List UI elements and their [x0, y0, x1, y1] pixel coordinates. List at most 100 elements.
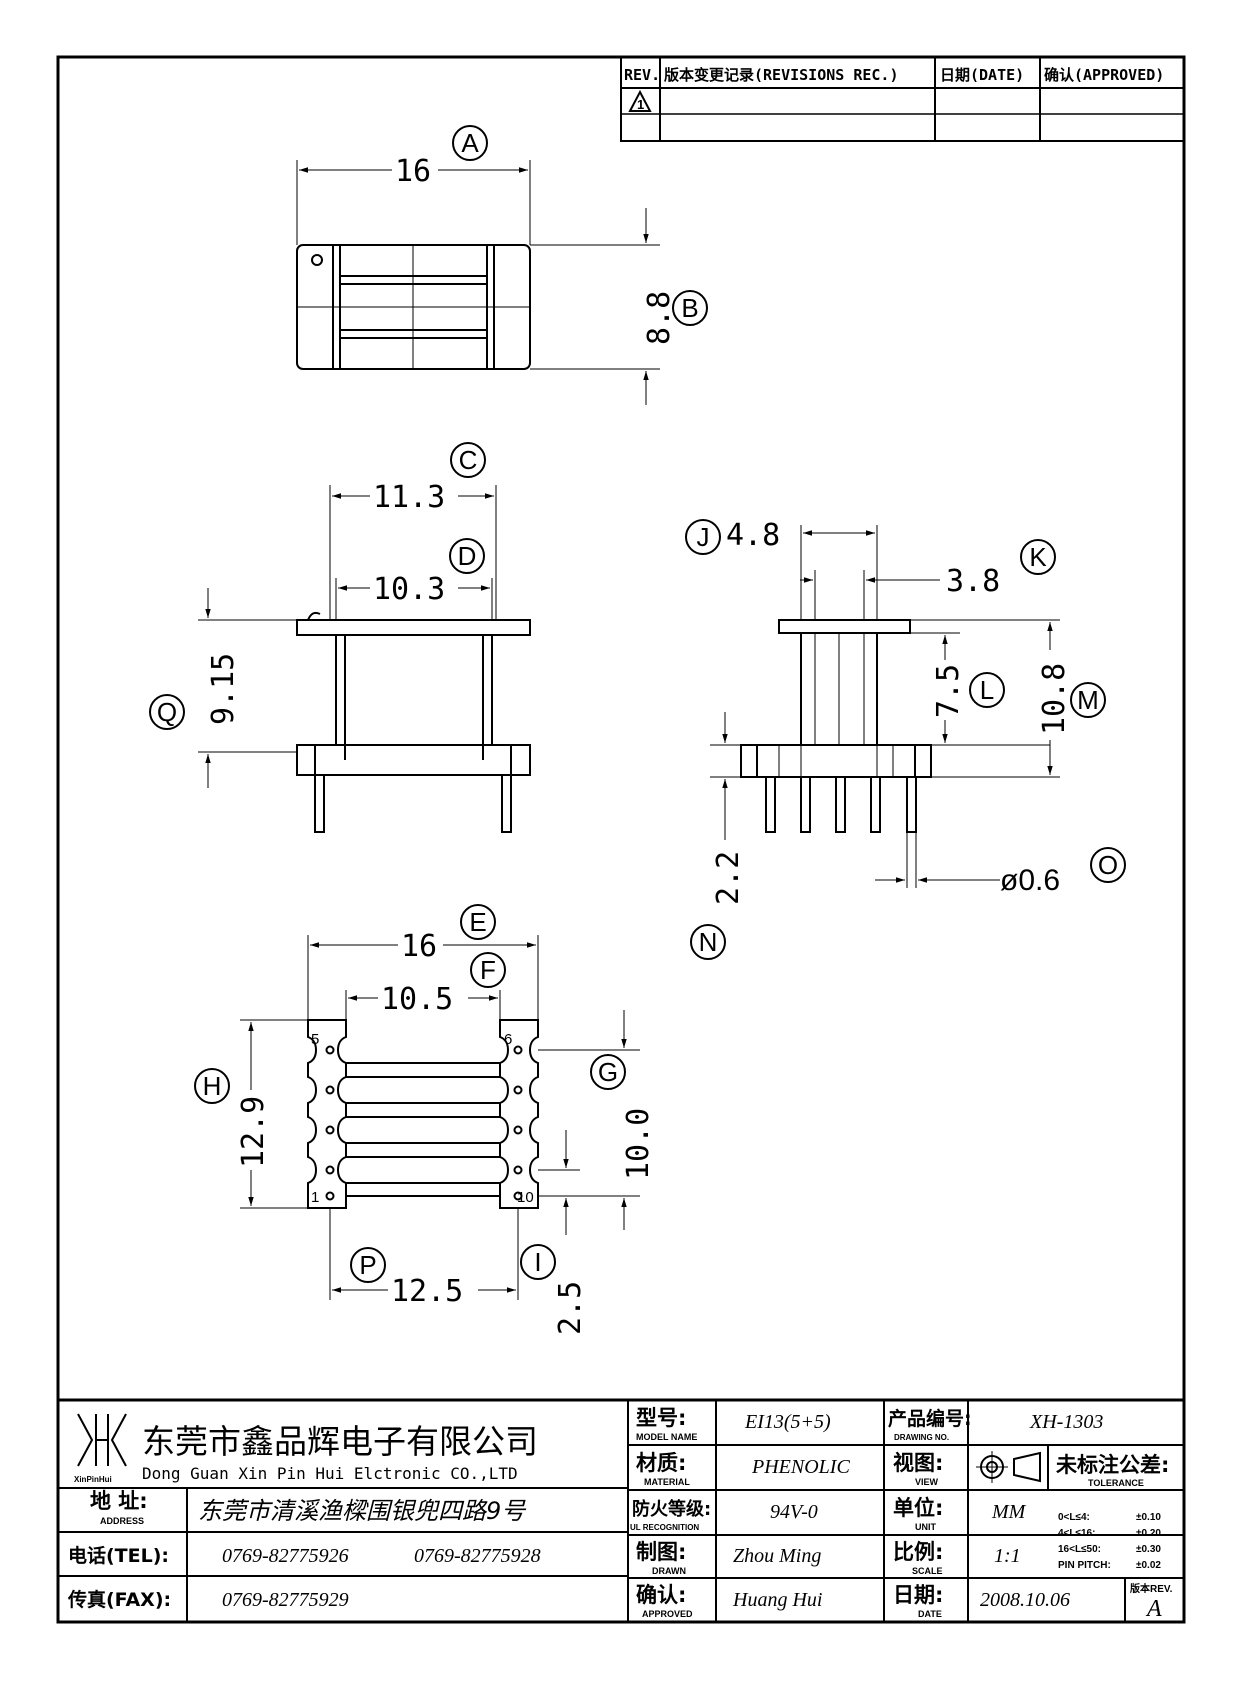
unit-value: MM	[991, 1501, 1027, 1523]
dim-G-value: 10.0	[621, 1108, 656, 1180]
company-name-cn: 东莞市鑫品辉电子有限公司	[142, 1422, 538, 1461]
tolerance-range: 4<L≤16:	[1058, 1528, 1095, 1539]
tolerance-table: 0<L≤4: ±0.10 4<L≤16: ±0.20 16<L≤50: ±0.3…	[1058, 1512, 1161, 1571]
callout-letter-e: E	[469, 907, 486, 937]
material-value: PHENOLIC	[751, 1456, 850, 1478]
dim-C-lines	[329, 485, 497, 620]
fire-rating-label-en: UL RECOGNITION	[630, 1523, 699, 1532]
callout-circle-m	[1070, 682, 1106, 718]
callout-circle-g	[590, 1054, 626, 1090]
tolerance-value: ±0.30	[1136, 1544, 1161, 1555]
dim-N-lines	[710, 712, 741, 840]
left-flange-outline	[307, 1019, 347, 1209]
tolerance-range: PIN PITCH:	[1058, 1560, 1111, 1571]
material-label: 材质:	[636, 1451, 686, 1475]
fax-value: 0769-82775929	[222, 1589, 349, 1611]
tel-value-1: 0769-82775926	[222, 1545, 349, 1567]
right-flange-outline	[499, 1019, 539, 1209]
callout-letter-g: G	[598, 1057, 618, 1087]
pin-6-label: 6	[504, 1031, 512, 1048]
approved-label-en: APPROVED	[642, 1609, 693, 1619]
version-value: A	[1145, 1596, 1162, 1622]
drawing-no-label: 产品编号:	[888, 1407, 972, 1430]
view-label: 视图:	[893, 1451, 943, 1475]
callout-circle-d	[449, 538, 485, 574]
bottom-view	[307, 1019, 539, 1209]
drawn-label: 制图:	[636, 1540, 686, 1564]
approved-label: 确认:	[636, 1583, 686, 1607]
callout-letter-m: M	[1077, 685, 1099, 715]
callout-letter-h: H	[203, 1071, 222, 1101]
tolerance-range: 0<L≤4:	[1058, 1512, 1090, 1523]
date-value: 2008.10.06	[980, 1589, 1070, 1611]
dim-E-value: 16	[401, 929, 437, 964]
address-value: 东莞市清溪渔樑围银兜四路9号	[198, 1497, 527, 1525]
drawing-no-label-en: DRAWING NO.	[894, 1433, 949, 1442]
date-label: 日期:	[893, 1583, 943, 1607]
dim-O-lines	[875, 832, 1000, 888]
pin-10-label: 10	[517, 1189, 534, 1206]
drawn-label-en: DRAWN	[652, 1566, 686, 1576]
dim-F-lines	[345, 990, 501, 1020]
dim-Q-value: 9.15	[206, 653, 241, 725]
front-view	[296, 611, 531, 833]
dim-H-lines	[240, 1019, 308, 1209]
dim-H-value: 12.9	[236, 1096, 271, 1168]
model-value: EI13(5+5)	[744, 1411, 831, 1433]
revision-approved-header: 确认(APPROVED)	[1044, 66, 1164, 84]
dim-O-value: ø0.6	[1000, 864, 1060, 897]
tolerance-label-en: TOLERANCE	[1088, 1478, 1144, 1488]
pin-1-label: 1	[311, 1189, 319, 1206]
callout-letter-c: C	[459, 445, 478, 475]
drawing-no-value: XH-1303	[1029, 1411, 1103, 1433]
revision-mark: 1	[637, 97, 644, 112]
projection-symbol-icon	[976, 1451, 1041, 1483]
pin-5-label: 5	[311, 1031, 319, 1048]
callout-circle-j	[685, 519, 721, 555]
dim-P-value: 12.5	[391, 1274, 463, 1309]
callout-letter-f: F	[480, 955, 496, 985]
fire-rating-label: 防火等级:	[632, 1498, 711, 1520]
callout-circle-h	[194, 1068, 230, 1104]
approved-value: Huang Hui	[732, 1589, 822, 1611]
dim-M-value: 10.8	[1037, 663, 1072, 735]
dim-M-lines	[910, 619, 1060, 778]
callout-circle-e	[460, 904, 496, 940]
drawn-value: Zhou Ming	[733, 1545, 821, 1567]
scale-value: 1:1	[994, 1545, 1021, 1567]
dim-N-value: 2.2	[711, 851, 746, 905]
callout-letter-k: K	[1029, 542, 1047, 572]
revision-record-header: 版本变更记录(REVISIONS REC.)	[664, 66, 899, 84]
view-label-en: VIEW	[915, 1477, 939, 1487]
dim-B-lines	[530, 208, 660, 405]
callout-circle-f	[470, 952, 506, 988]
tolerance-value: ±0.10	[1136, 1512, 1161, 1523]
company-logo	[77, 1413, 127, 1467]
callout-letter-d: D	[458, 541, 477, 571]
revision-triangle-icon: 1	[628, 89, 652, 112]
callout-circle-c	[450, 442, 486, 478]
dim-J-lines	[800, 525, 878, 620]
fax-label: 传真(FAX):	[67, 1588, 171, 1611]
company-name-en: Dong Guan Xin Pin Hui Elctronic CO.,LTD	[142, 1464, 518, 1483]
date-label-en: DATE	[918, 1609, 942, 1619]
dim-B-value: 8.8	[642, 291, 677, 345]
callout-circle-o	[1090, 847, 1126, 883]
dim-L-lines	[910, 632, 1050, 746]
callout-circle-a	[452, 125, 488, 161]
scale-label: 比例:	[893, 1540, 943, 1564]
dim-C-value: 11.3	[373, 480, 445, 515]
dim-E-lines	[307, 935, 539, 1020]
dim-D-lines	[335, 578, 493, 620]
tolerance-range: 16<L≤50:	[1058, 1544, 1101, 1555]
callout-circle-k	[1020, 539, 1056, 575]
dim-A-lines	[296, 160, 531, 245]
top-view	[296, 244, 531, 370]
unit-label: 单位:	[893, 1496, 943, 1520]
dim-I-lines	[538, 1130, 580, 1235]
dim-L-value: 7.5	[931, 664, 966, 718]
dim-J-value: 4.8	[726, 518, 780, 553]
dim-A-value: 16	[395, 154, 431, 189]
